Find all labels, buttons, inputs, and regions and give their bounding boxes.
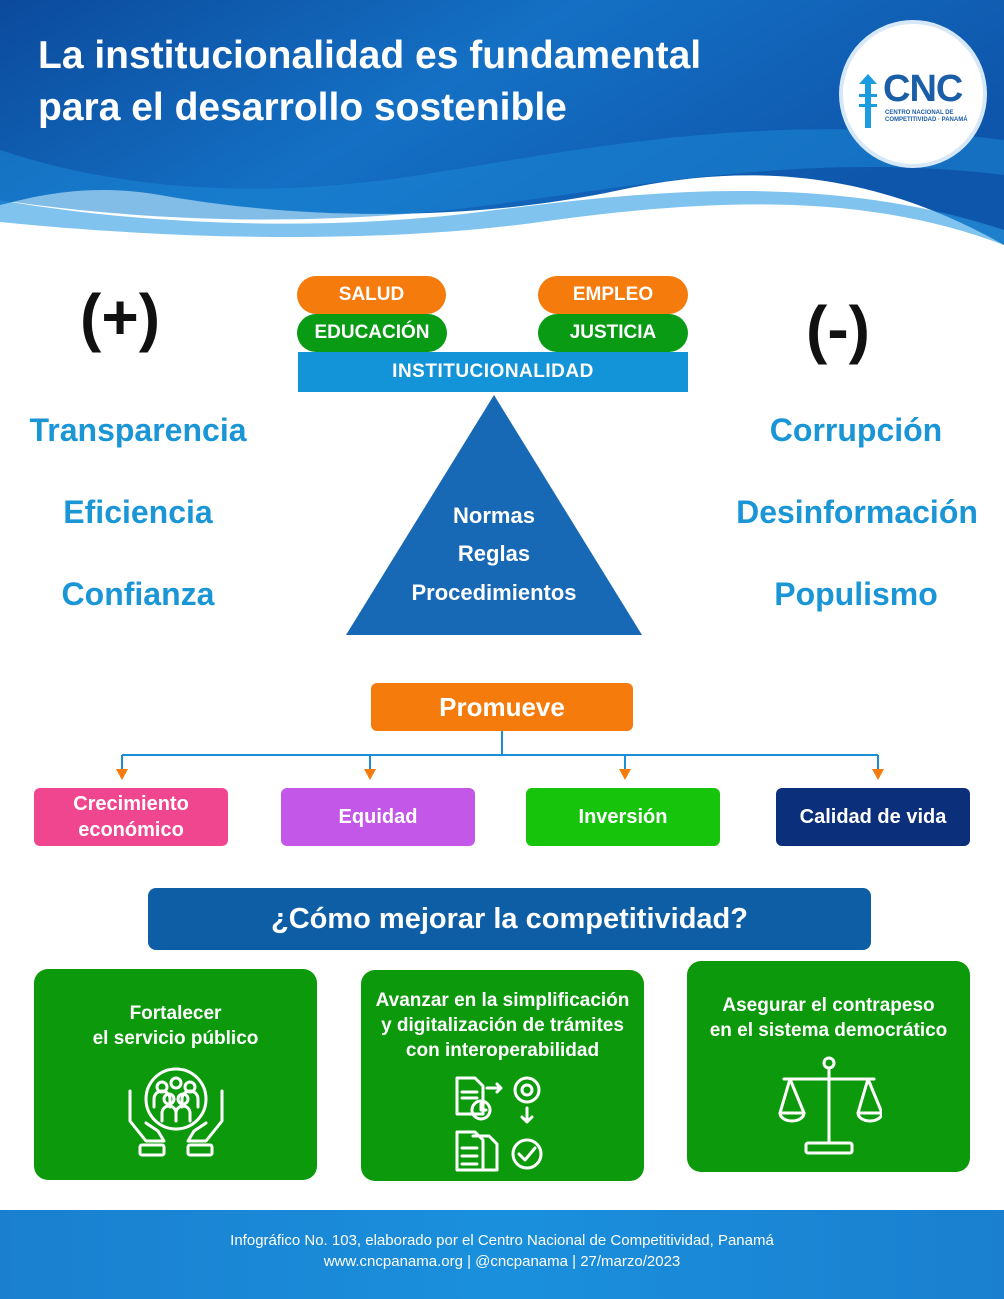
- institucionalidad-bar: INSTITUCIONALIDAD: [298, 352, 688, 392]
- title-line-1: La institucionalidad es fundamental: [38, 34, 702, 77]
- title-line-2: para el desarrollo sostenible: [38, 86, 567, 129]
- card-contrapeso: Asegurar el contrapeso en el sistema dem…: [687, 961, 970, 1172]
- card-simplificacion: Avanzar en la simplificación y digitaliz…: [361, 970, 644, 1181]
- triangle-item: Normas: [453, 503, 535, 528]
- card-servicio-publico: Fortalecer el servicio público: [34, 969, 317, 1180]
- negative-item: Corrupción: [769, 412, 943, 448]
- card-text: Fortalecer el servicio público: [92, 1003, 259, 1049]
- header-banner: [0, 0, 1004, 250]
- pill-salud: SALUD: [297, 276, 446, 314]
- pill-justicia: JUSTICIA: [538, 314, 688, 352]
- header-wave-background: [0, 0, 1004, 250]
- promueve-box: Promueve: [371, 683, 633, 731]
- footer-credit: Infográfico No. 103, elaborado por el Ce…: [230, 1232, 774, 1249]
- triangle-item: Reglas: [457, 541, 531, 566]
- card-text: Asegurar el contrapeso en el sistema dem…: [709, 995, 948, 1041]
- outcome-equidad: Equidad: [281, 788, 475, 846]
- positive-item: Eficiencia: [63, 494, 213, 530]
- positive-sign: (+): [80, 281, 160, 353]
- cnc-logo: CNC CENTRO NACIONAL DE COMPETITIVIDAD · …: [839, 20, 987, 168]
- page-title: La institucionalidad es fundamental para…: [38, 30, 798, 134]
- card-text: Avanzar en la simplificación y digitaliz…: [375, 990, 630, 1061]
- outcome-inversion: Inversión: [526, 788, 720, 846]
- document-process-icon: [455, 1076, 543, 1172]
- people-hands-icon: [128, 1067, 224, 1157]
- question-banner: ¿Cómo mejorar la competitividad?: [148, 888, 871, 950]
- footer: Infográfico No. 103, elaborado por el Ce…: [0, 1210, 1004, 1299]
- positive-item: Transparencia: [29, 412, 247, 448]
- outcome-crecimiento: Crecimiento económico: [34, 788, 228, 846]
- connector-lines: [116, 731, 884, 780]
- negative-item: Populismo: [774, 576, 938, 612]
- triangle-item: Procedimientos: [411, 580, 577, 605]
- negative-item: Desinformación: [736, 494, 978, 530]
- pill-educacion: EDUCACIÓN: [297, 314, 447, 352]
- triangle-shape: [346, 395, 642, 635]
- logo-arrow-icon: [859, 74, 877, 128]
- pill-empleo: EMPLEO: [538, 276, 688, 314]
- logo-subtitle: CENTRO NACIONAL DE COMPETITIVIDAD · PANA…: [885, 110, 968, 123]
- negative-sign: (-): [806, 293, 870, 365]
- outcome-calidad-de-vida: Calidad de vida: [776, 788, 970, 846]
- positive-item: Confianza: [61, 576, 215, 612]
- logo-text: CNC: [883, 68, 963, 110]
- balance-scale-icon: [778, 1056, 882, 1155]
- footer-links: www.cncpanama.org | @cncpanama | 27/marz…: [323, 1253, 681, 1270]
